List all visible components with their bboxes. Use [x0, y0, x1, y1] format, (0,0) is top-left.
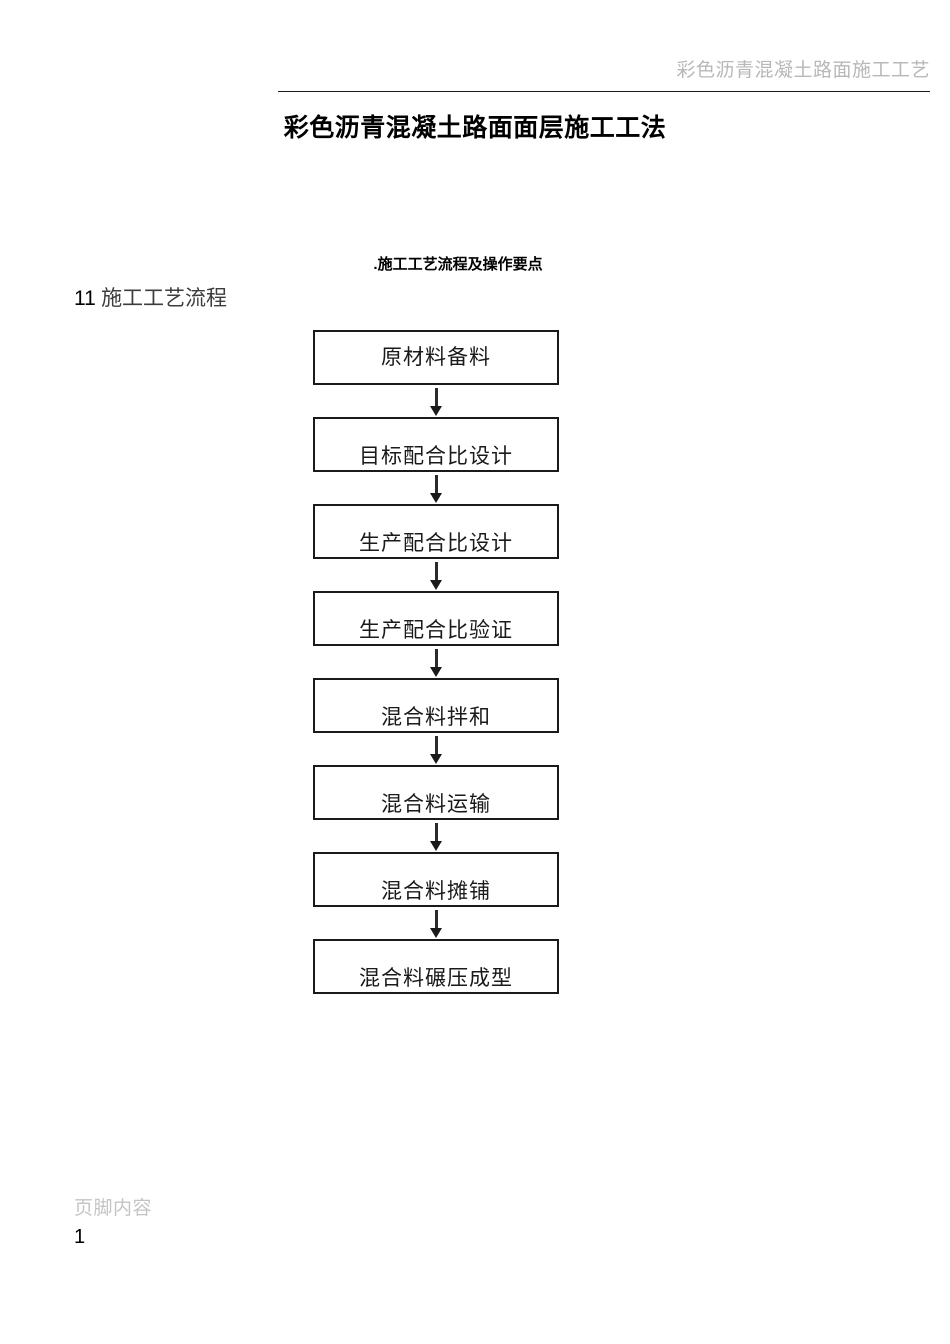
flow-arrow-down-icon	[313, 907, 559, 939]
construction-process-flowchart: 原材料备料 目标配合比设计 生产配合比设计 生产配合比验证 混合料拌和 混合料运…	[313, 330, 561, 994]
flow-node: 目标配合比设计	[313, 417, 559, 472]
flow-arrow-down-icon	[313, 472, 559, 504]
section-number: 11	[74, 287, 96, 310]
section-label-text: 施工工艺流程	[101, 286, 228, 310]
flow-node-label: 混合料运输	[381, 792, 491, 816]
running-header-text: 彩色沥青混凝土路面施工工艺	[676, 60, 930, 81]
arrow-head	[430, 493, 442, 503]
arrow-head	[430, 667, 442, 677]
flow-arrow-down-icon	[313, 385, 559, 417]
flow-node-label: 混合料碾压成型	[359, 966, 513, 990]
arrow-stem	[434, 649, 438, 669]
flow-node-label: 混合料拌和	[381, 705, 491, 729]
arrow-head	[430, 580, 442, 590]
flow-node: 混合料拌和	[313, 678, 559, 733]
arrow-head	[430, 841, 442, 851]
arrow-stem	[434, 823, 438, 843]
arrow-head	[430, 406, 442, 416]
document-title: 彩色沥青混凝土路面面层施工工法	[283, 115, 667, 142]
flow-node-label: 生产配合比设计	[359, 531, 513, 555]
flow-node-label: 原材料备料	[381, 345, 491, 369]
arrow-head	[430, 754, 442, 764]
flow-node: 生产配合比验证	[313, 591, 559, 646]
footer-content-text: 页脚内容	[74, 1198, 153, 1219]
flowchart-heading: .施工工艺流程及操作要点	[373, 256, 543, 273]
page-running-header: 彩色沥青混凝土路面施工工艺	[278, 58, 930, 84]
arrow-stem	[434, 475, 438, 495]
flow-arrow-down-icon	[313, 820, 559, 852]
flow-node-label: 生产配合比验证	[359, 618, 513, 642]
flow-node: 混合料运输	[313, 765, 559, 820]
flow-node: 混合料摊铺	[313, 852, 559, 907]
header-divider-rule	[278, 91, 930, 92]
flow-node: 生产配合比设计	[313, 504, 559, 559]
arrow-stem	[434, 736, 438, 756]
flow-arrow-down-icon	[313, 646, 559, 678]
flow-arrow-down-icon	[313, 559, 559, 591]
arrow-head	[430, 928, 442, 938]
arrow-stem	[434, 562, 438, 582]
flow-node-label: 混合料摊铺	[381, 879, 491, 903]
section-outline-label: 11 施工工艺流程	[74, 283, 246, 314]
flow-node-label: 目标配合比设计	[359, 444, 513, 468]
page-number: 1	[74, 1226, 86, 1248]
flow-node: 混合料碾压成型	[313, 939, 559, 994]
arrow-stem	[434, 388, 438, 408]
flow-node: 原材料备料	[313, 330, 559, 385]
flow-arrow-down-icon	[313, 733, 559, 765]
arrow-stem	[434, 910, 438, 930]
